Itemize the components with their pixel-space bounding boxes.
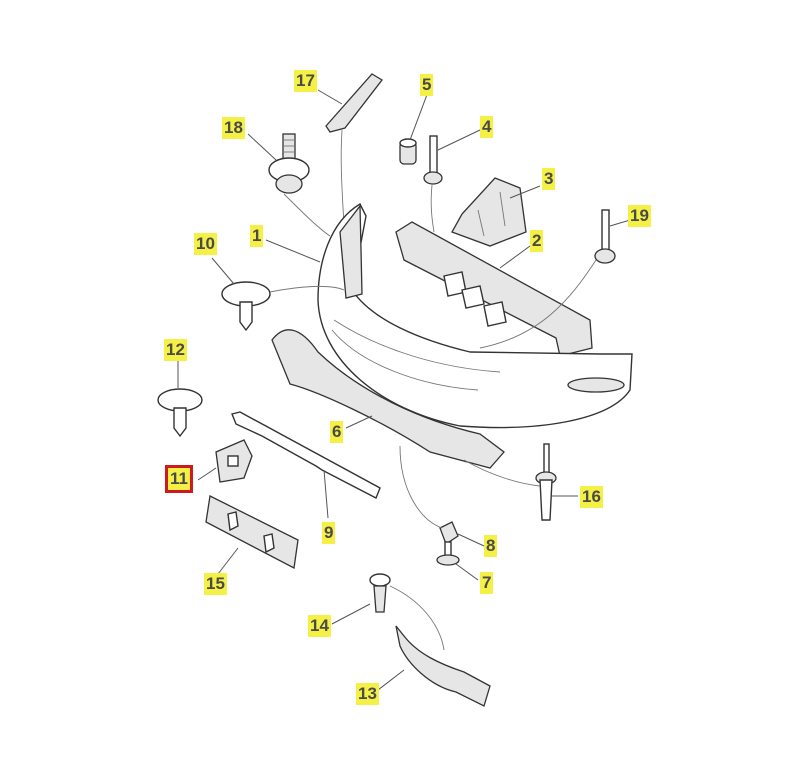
callout-6[interactable]: 6	[330, 421, 344, 443]
callout-14[interactable]: 14	[308, 615, 331, 637]
part-5-spacer	[399, 138, 417, 165]
callout-5[interactable]: 5	[420, 74, 434, 96]
part-3-bracket	[451, 177, 527, 247]
part-7-washer	[436, 554, 460, 566]
part-4-bolt	[423, 135, 443, 233]
callout-19[interactable]: 19	[628, 205, 651, 227]
callout-4[interactable]: 4	[480, 116, 494, 138]
callout-8[interactable]: 8	[484, 535, 498, 557]
callout-7[interactable]: 7	[480, 572, 494, 594]
callout-15[interactable]: 15	[204, 573, 227, 595]
part-6-lower-spoiler	[271, 329, 505, 469]
callout-11-selected[interactable]: 11	[165, 465, 193, 493]
part-11-retainer	[215, 439, 253, 483]
callout-13[interactable]: 13	[356, 683, 379, 705]
part-9-strip	[231, 411, 381, 499]
part-16-rivet	[463, 443, 557, 521]
callout-2[interactable]: 2	[530, 230, 544, 252]
callout-3[interactable]: 3	[542, 168, 556, 190]
callout-10[interactable]: 10	[194, 233, 217, 255]
part-18-bolt	[268, 133, 331, 237]
part-2-beam	[395, 221, 593, 357]
part-17-bracket	[325, 73, 383, 226]
part-19-bolt	[479, 209, 616, 349]
part-13-deflector	[395, 625, 491, 707]
part-8-nut	[439, 521, 459, 557]
callout-16[interactable]: 16	[580, 486, 603, 508]
callout-1[interactable]: 1	[250, 225, 264, 247]
callout-17[interactable]: 17	[294, 70, 317, 92]
part-10-clip	[221, 281, 345, 332]
callout-12[interactable]: 12	[164, 339, 187, 361]
callout-18[interactable]: 18	[222, 117, 245, 139]
part-14-fastener	[369, 573, 445, 651]
part-12-clip	[157, 388, 203, 438]
leader-lines	[177, 89, 631, 691]
callout-9[interactable]: 9	[322, 522, 336, 544]
part-15-plate	[205, 495, 299, 570]
part-1-bumper-cover	[317, 203, 633, 429]
